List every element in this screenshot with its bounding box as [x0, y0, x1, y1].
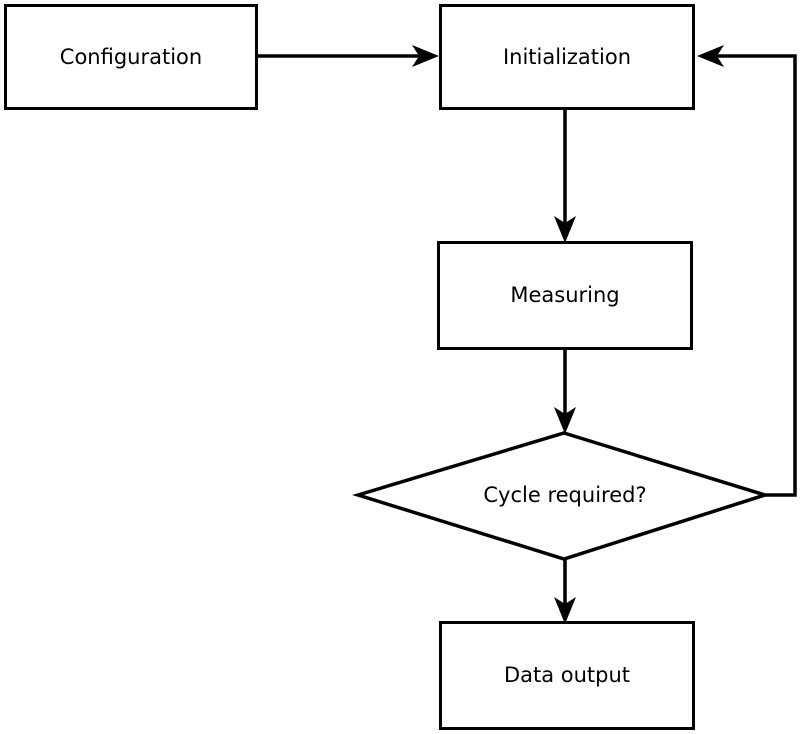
node-measuring-label: Measuring: [510, 283, 620, 307]
arrowhead-down-icon: [554, 216, 576, 243]
node-initialization-label: Initialization: [502, 44, 632, 69]
arrowhead-down-icon: [554, 597, 576, 624]
arrowhead-down-icon: [554, 407, 576, 434]
node-configuration: Configuration: [4, 4, 258, 110]
arrowhead-left-icon: [697, 45, 724, 67]
node-configuration-label: Configuration: [59, 44, 203, 69]
edge-feedback-cycle-to-initialization: [716, 54, 797, 497]
arrowhead-right-icon: [412, 45, 439, 67]
node-data-output-label: Data output: [503, 663, 631, 687]
node-data-output: Data output: [439, 621, 695, 730]
node-cycle-required-shape: [352, 431, 771, 561]
node-initialization: Initialization: [439, 4, 695, 110]
node-measuring: Measuring: [437, 241, 693, 350]
